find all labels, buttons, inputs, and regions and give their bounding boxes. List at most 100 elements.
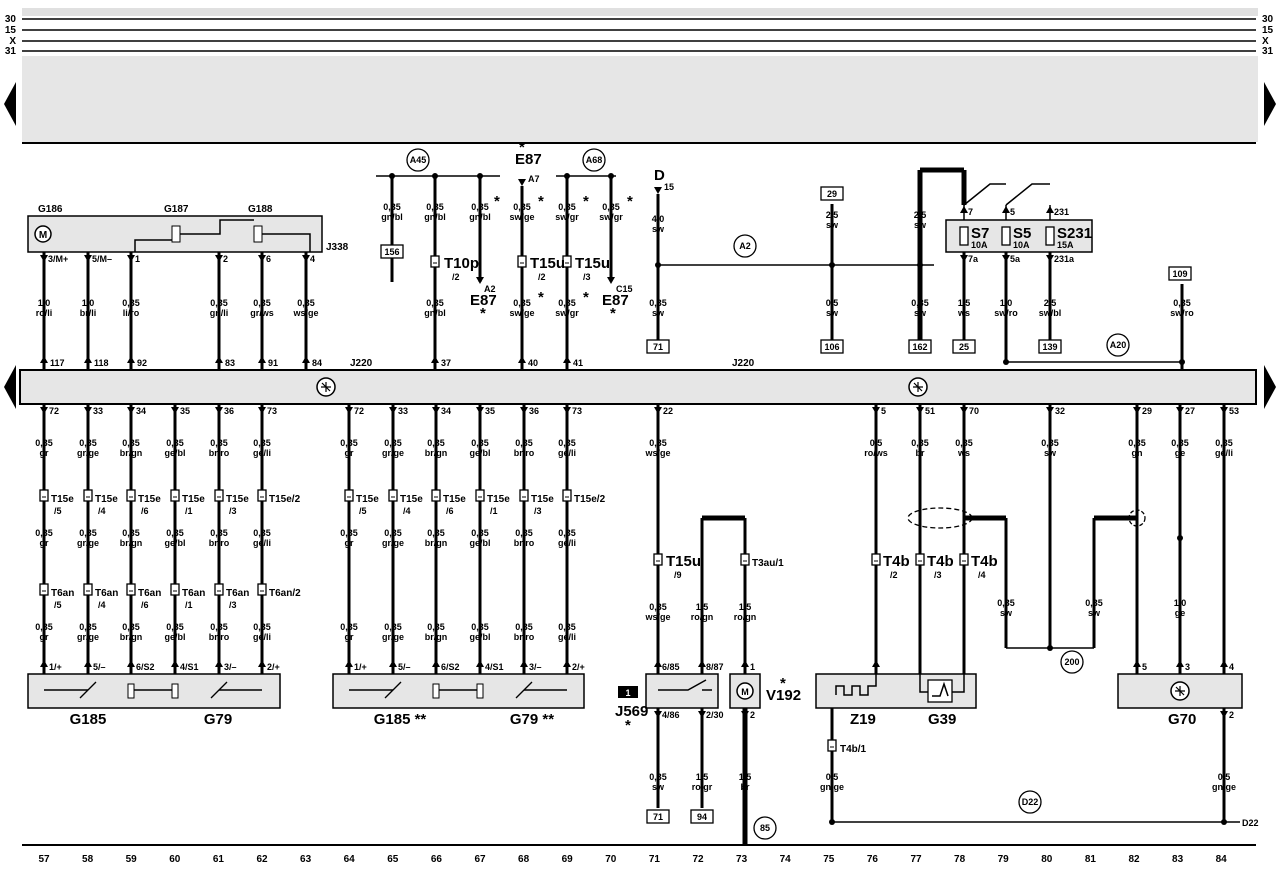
lg1-t15-label-2: T15e xyxy=(443,494,466,505)
arrow-left-top-icon[interactable] xyxy=(4,82,16,126)
ruler-col-58: 58 xyxy=(82,854,94,865)
p27-cable-b-size: 1,0 xyxy=(1174,598,1187,608)
box-71-bottom-frame xyxy=(646,809,670,824)
lg0-t6-label-0: T6an xyxy=(51,588,74,599)
p5-cable-color: ro/ws xyxy=(864,448,888,458)
lg1-t15-pin-0: /5 xyxy=(359,506,367,516)
j220-pin-83: 83 xyxy=(225,358,235,368)
w162-cable-b-color: sw xyxy=(914,308,927,318)
lg1-top-pin-4: 36 xyxy=(529,406,539,416)
lg1-top-pin-0: 72 xyxy=(354,406,364,416)
a68-dot-2 xyxy=(608,173,614,179)
e87-c15-star: * xyxy=(610,305,616,322)
lg0-bot-pin-1: 5/– xyxy=(93,662,106,672)
lg1-top-pin-5: 73 xyxy=(572,406,582,416)
j220-pin-91: 91 xyxy=(268,358,278,368)
sw79-cable-color: sw xyxy=(1000,608,1013,618)
lg0-cable-a-2-size: 0,35 xyxy=(122,438,140,448)
d-cable-color: sw xyxy=(652,224,665,234)
lg0-t15-connector-4 xyxy=(214,489,224,502)
rail-label-left-x: X xyxy=(9,36,16,47)
w162-cable-color: sw xyxy=(914,220,927,230)
ruler-col-71: 71 xyxy=(649,854,661,865)
lg0-cable-c-0-size: 0,35 xyxy=(35,622,53,632)
lg1-cable-b-5-size: 0,35 xyxy=(558,528,576,538)
ruler-col-78: 78 xyxy=(954,854,966,865)
j338-cable-2-color: li/ro xyxy=(123,308,140,318)
lg0-cable-b-4-size: 0,35 xyxy=(210,528,228,538)
d-cable-b-color: sw xyxy=(652,308,665,318)
v192-star: * xyxy=(780,675,786,692)
lg0-bot-pin-5: 2/+ xyxy=(267,662,280,672)
p27-arrow xyxy=(1176,407,1184,414)
ruler-col-75: 75 xyxy=(823,854,835,865)
lg1-cable-a-0-size: 0,35 xyxy=(340,438,358,448)
lg1-cable-a-3-color: ge/bl xyxy=(469,448,490,458)
p27-dot xyxy=(1177,535,1183,541)
arrow-right-top-icon[interactable] xyxy=(1264,82,1276,126)
j220-in-arrow-2 xyxy=(127,356,135,363)
lg0-cable-c-0-color: gr xyxy=(40,632,49,642)
lg0-t15-pin-0: /5 xyxy=(54,506,62,516)
g70-sensor-mark xyxy=(1175,686,1185,696)
bot73-cable-color: br xyxy=(741,782,750,792)
g70-pin-4: 4 xyxy=(1229,662,1234,672)
e87-a2-star: * xyxy=(480,305,486,322)
t15u-top-pin-0: /2 xyxy=(538,272,546,282)
lg0-cable-c-5-size: 0,35 xyxy=(253,622,271,632)
p53-cable-size: 0,35 xyxy=(1215,438,1233,448)
a68-star-b-1: * xyxy=(583,289,589,306)
j338-label: J338 xyxy=(326,242,349,253)
lg1-t15-label-0: T15e xyxy=(356,494,379,505)
j338-pin-arrow-4 xyxy=(258,255,266,262)
arrow-left-bus-icon[interactable] xyxy=(4,365,16,409)
lg0-pot-a-icon xyxy=(79,681,97,699)
lg0-t15-connector-1 xyxy=(83,489,93,502)
arrow-right-bus-icon[interactable] xyxy=(1264,365,1276,409)
j220-pin-41: 41 xyxy=(573,358,583,368)
a45-dot-1 xyxy=(432,173,438,179)
rail-label-left-30: 30 xyxy=(5,14,17,25)
circle-200: 200 xyxy=(1064,657,1079,667)
d-label: D xyxy=(654,167,665,184)
circle-200-frame xyxy=(1060,650,1084,674)
t4b1-connector-icon xyxy=(827,739,837,752)
lg0-cable-b-3-size: 0,35 xyxy=(166,528,184,538)
bot72-cable-color: ro/gr xyxy=(692,782,713,792)
sw79-cable-size: 0,35 xyxy=(997,598,1015,608)
lg1-top-pin-3: 35 xyxy=(485,406,495,416)
a7-pin: A7 xyxy=(528,174,540,184)
d-pin: 15 xyxy=(664,182,674,192)
p70-arrow xyxy=(960,407,968,414)
p51-t4b-label: T4b xyxy=(927,553,954,570)
lg0-cable-b-2-color: br/gn xyxy=(120,538,143,548)
a68-cable-b-0-size: 0,35 xyxy=(513,298,531,308)
lg1-cable-b-4-size: 0,35 xyxy=(515,528,533,538)
j338-cable-1-color: br/li xyxy=(80,308,97,318)
rogn-cable-73-color: ro/gn xyxy=(734,612,757,622)
g70-3-arrow xyxy=(1176,660,1184,667)
lg0-cable-c-1-color: gr/ge xyxy=(77,632,99,642)
g188-label: G188 xyxy=(248,204,273,215)
bot73-cable-size: 1,5 xyxy=(739,772,752,782)
box-25-frame xyxy=(952,339,976,354)
bot72-cable-size: 1,5 xyxy=(696,772,709,782)
a45-cable-2-size: 0,35 xyxy=(471,202,489,212)
w29-cable-b-size: 0,5 xyxy=(826,298,839,308)
lg1-cable-b-1-size: 0,35 xyxy=(384,528,402,538)
fuse-cable-0-color: ws xyxy=(957,308,970,318)
p51-arrow xyxy=(916,407,924,414)
lg0-bot-pin-0: 1/+ xyxy=(49,662,62,672)
j569-num: 1 xyxy=(625,688,630,698)
lg0-t6-label-2: T6an xyxy=(138,588,161,599)
j338-pin-arrow-1 xyxy=(84,255,92,262)
lg1-cable-a-1-size: 0,35 xyxy=(384,438,402,448)
lg1-t15-pin-3: /1 xyxy=(490,506,498,516)
z19-label: Z19 xyxy=(850,711,876,728)
ruler-col-60: 60 xyxy=(169,854,181,865)
lg1-bot-arrow-5 xyxy=(563,660,571,667)
lg1-cable-a-4-color: br/ro xyxy=(514,448,535,458)
a45-cable-1-size: 0,35 xyxy=(426,202,444,212)
j220-in-arrow-0 xyxy=(40,356,48,363)
lg0-bot-pin-4: 3/– xyxy=(224,662,237,672)
